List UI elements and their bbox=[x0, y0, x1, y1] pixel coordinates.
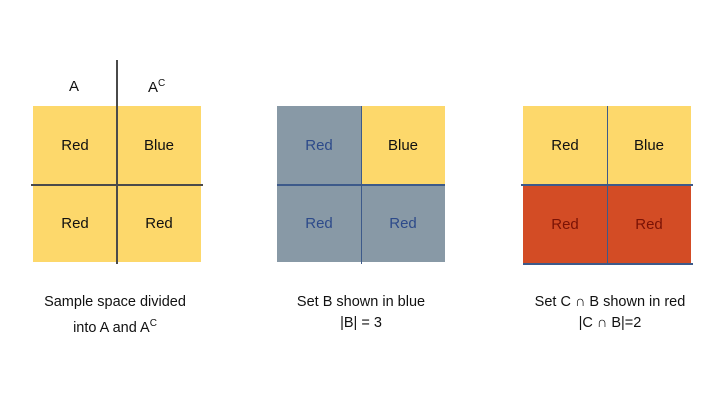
caption-line-1: Set C ∩ B shown in red bbox=[534, 294, 686, 310]
cell-c-bottom-right: Red bbox=[607, 185, 691, 263]
cell-ac-top: Blue bbox=[117, 106, 201, 184]
caption-line-1: Set B shown in blue bbox=[296, 294, 426, 310]
caption-set-c-intersect-b: Set C ∩ B shown in red |C ∩ B|=2 bbox=[512, 292, 708, 334]
cell-b-top-left: Red bbox=[277, 106, 361, 184]
caption-line-1: Sample space divided bbox=[44, 294, 186, 310]
horizontal-divider bbox=[31, 184, 203, 186]
cell-b-bottom-right: Red bbox=[361, 184, 445, 262]
horizontal-divider bbox=[277, 184, 445, 186]
cell-a-top: Red bbox=[33, 106, 117, 184]
vertical-divider bbox=[116, 60, 118, 264]
column-label-a-complement: AC bbox=[148, 78, 166, 96]
caption-sample-space: Sample space divided into A and AC bbox=[20, 292, 210, 339]
cell-b-bottom-left: Red bbox=[277, 184, 361, 262]
caption-line-2: |C ∩ B|=2 bbox=[578, 315, 642, 331]
cell-ac-bottom: Red bbox=[117, 184, 201, 262]
vertical-divider bbox=[606, 106, 608, 265]
bottom-border bbox=[523, 263, 693, 265]
cell-c-top-left: Red bbox=[523, 106, 607, 184]
caption-line-2: |B| = 3 bbox=[340, 315, 382, 331]
cell-a-bottom: Red bbox=[33, 184, 117, 262]
cell-c-top-right: Blue bbox=[607, 106, 691, 184]
cell-c-bottom-left: Red bbox=[523, 185, 607, 263]
cell-b-top-right: Blue bbox=[361, 106, 445, 184]
caption-line-2: into A and AC bbox=[73, 318, 157, 336]
horizontal-divider bbox=[521, 184, 693, 186]
caption-set-b: Set B shown in blue |B| = 3 bbox=[266, 292, 456, 334]
column-label-a: A bbox=[69, 78, 80, 95]
